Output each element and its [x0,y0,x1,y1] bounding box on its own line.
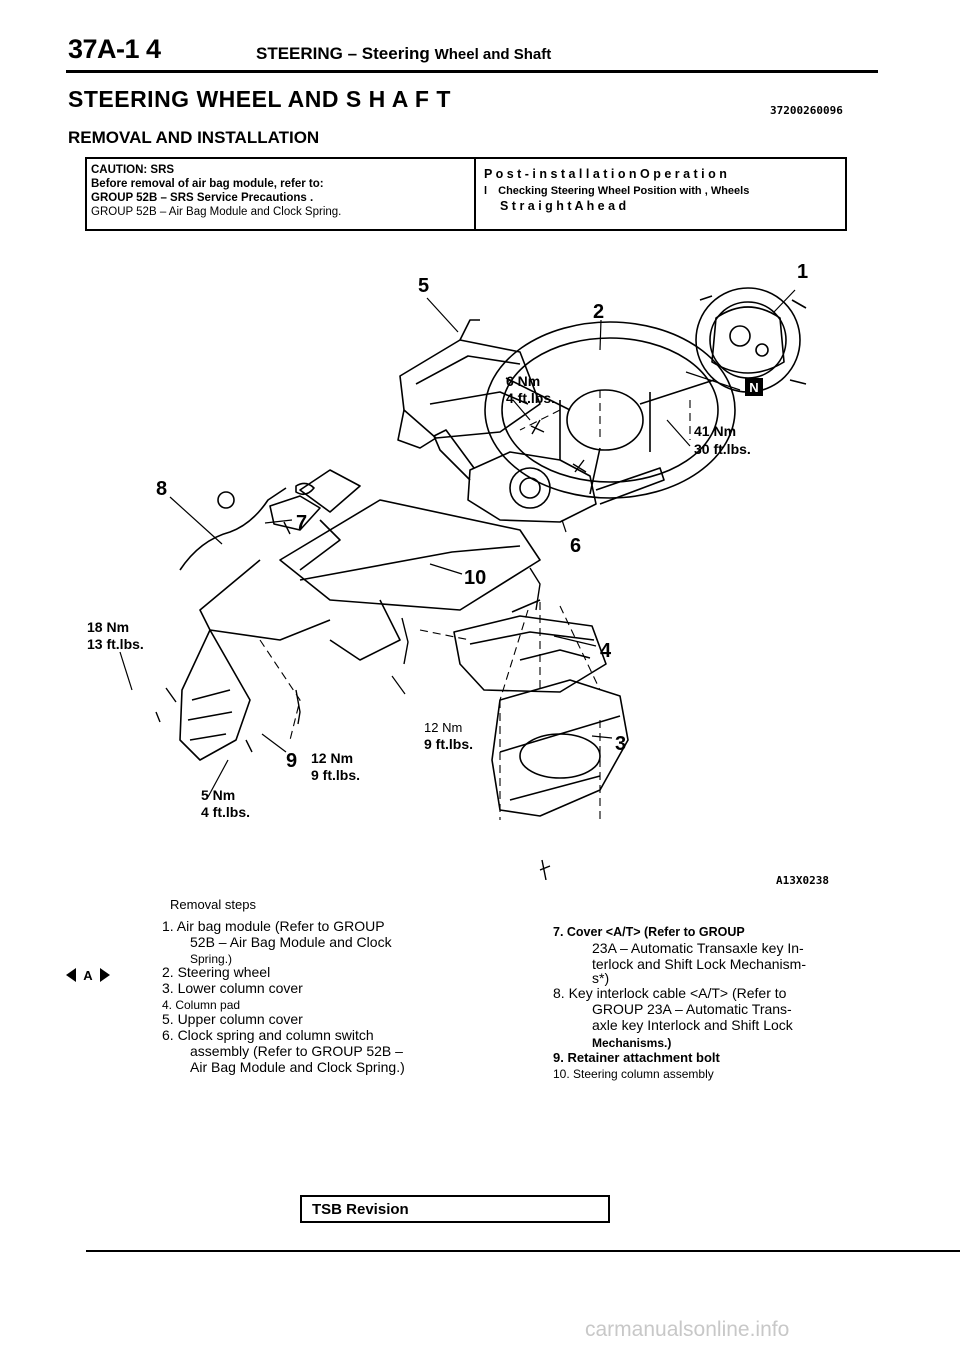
step-line-12: 23A – Automatic Transaxle key In- [592,940,804,956]
step-line-19: 9. Retainer attachment bolt [553,1050,720,1065]
torque-12nm-a-ftlbs: 9 ft.lbs. [424,736,473,752]
step-line-6: 4. Column pad [162,998,241,1012]
post-install-item: l Checking Steering Wheel Position with … [484,185,749,197]
torque-12nm-b-ftlbs: 9 ft.lbs. [311,767,360,783]
clock-spring-drawing [433,429,665,523]
upper-column-cover-drawing [397,319,541,449]
step-line-17: axle key Interlock and Shift Lock [592,1017,793,1033]
step-line-10: Air Bag Module and Clock Spring.) [190,1059,405,1075]
post-install-line2: S t r a i g h t A h e a d [500,199,627,213]
steering-wheel-drawing [484,321,736,499]
notice-box-divider [474,157,476,231]
torque-18nm: 18 Nm [87,619,129,635]
step-line-3: Spring.) [190,952,233,966]
footer-rule [86,1250,960,1252]
step-line-1: 1. Air bag module (Refer to GROUP [162,918,385,934]
bolt-drawings [155,419,587,880]
torque-5nm: 5 Nm [201,787,235,803]
steering-column-drawing [179,469,541,761]
step-line-2: 52B – Air Bag Module and Clock [190,934,392,950]
post-install-title: P o s t - i n s t a l l a t i o n O p e … [484,167,727,181]
step-line-20: 10. Steering column assembly [553,1067,714,1081]
lower-column-cover-drawing [491,679,629,817]
callout-6: 6 [570,535,581,557]
exploded-diagram: N 1 2 3 4 5 6 7 8 9 10 6 Nm 4 ft.lbs. 41… [87,261,808,880]
step-line-7: 5. Upper column cover [162,1011,303,1027]
header-title: STEERING – Steering Wheel and Shaft [256,44,551,64]
caution-ref-airbag: GROUP 52B – Air Bag Module and Clock Spr… [91,206,342,218]
torque-6nm: 6 Nm [506,373,540,389]
callout-5: 5 [418,275,429,297]
marker-letter: A [83,968,93,983]
removal-steps-heading: Removal steps [170,897,256,912]
step-line-13: terlock and Shift Lock Mechanism- [592,956,806,972]
torque-41nm-ftlbs: 30 ft.lbs. [694,441,751,457]
header-rule [66,70,878,73]
tsb-revision-label: TSB Revision [312,1201,409,1218]
notice-box [85,157,847,231]
callout-7: 7 [296,512,307,534]
air-bag-module-drawing [695,287,807,393]
n-badge-label: N [749,380,758,395]
torque-12nm-b: 12 Nm [311,750,353,766]
service-point-marker: A [66,968,110,983]
caution-text: Before removal of air bag module, refer … [91,178,324,190]
callout-9: 9 [286,750,297,772]
header-title-suffix: Wheel and Shaft [434,46,552,63]
callout-8: 8 [156,478,167,500]
step-line-14: s*) [592,970,610,986]
bullet-icon: l [484,185,488,197]
step-line-11: 7. Cover <A/T> (Refer to GROUP [553,925,745,939]
page-number: 37A-1 4 [68,34,161,64]
document-code: 37200260096 [770,104,843,117]
torque-12nm-a: 12 Nm [424,720,462,735]
header-title-main: STEERING – Steering [256,44,430,63]
torque-5nm-ftlbs: 4 ft.lbs. [201,804,250,820]
step-line-18: Mechanisms.) [592,1036,672,1050]
step-line-15: 8. Key interlock cable <A/T> (Refer to [553,985,787,1001]
torque-6nm-ftlbs: 4 ft.lbs. [506,390,555,406]
right-arrow-icon [100,968,110,982]
n-badge-box [745,378,763,396]
callout-10: 10 [464,567,486,589]
callout-2: 2 [593,301,604,323]
caution-heading: CAUTION: SRS [91,164,175,176]
main-title: STEERING WHEEL AND S H A F T [68,86,451,112]
torque-41nm: 41 Nm [694,423,736,439]
step-line-9: assembly (Refer to GROUP 52B – [190,1043,403,1059]
watermark: carmanualsonline.info [585,1318,790,1341]
step-line-16: GROUP 23A – Automatic Trans- [592,1001,792,1017]
callout-1: 1 [797,261,808,283]
column-pad-drawing [453,599,607,693]
callout-3: 3 [615,733,626,755]
post-install-line1: Checking Steering Wheel Position with , … [498,185,750,197]
caution-ref-precautions: GROUP 52B – SRS Service Precautions . [91,192,314,204]
step-line-4: 2. Steering wheel [162,964,271,980]
tsb-revision-box: TSB Revision [300,1195,610,1223]
torque-18nm-ftlbs: 13 ft.lbs. [87,636,144,652]
step-line-5: 3. Lower column cover [162,980,303,996]
figure-code: A13X0238 [776,874,829,887]
step-line-8: 6. Clock spring and column switch [162,1027,374,1043]
callout-4: 4 [600,640,612,662]
section-title: REMOVAL AND INSTALLATION [68,128,320,147]
left-arrow-icon [66,968,76,982]
key-interlock-cable-drawing [179,482,321,571]
